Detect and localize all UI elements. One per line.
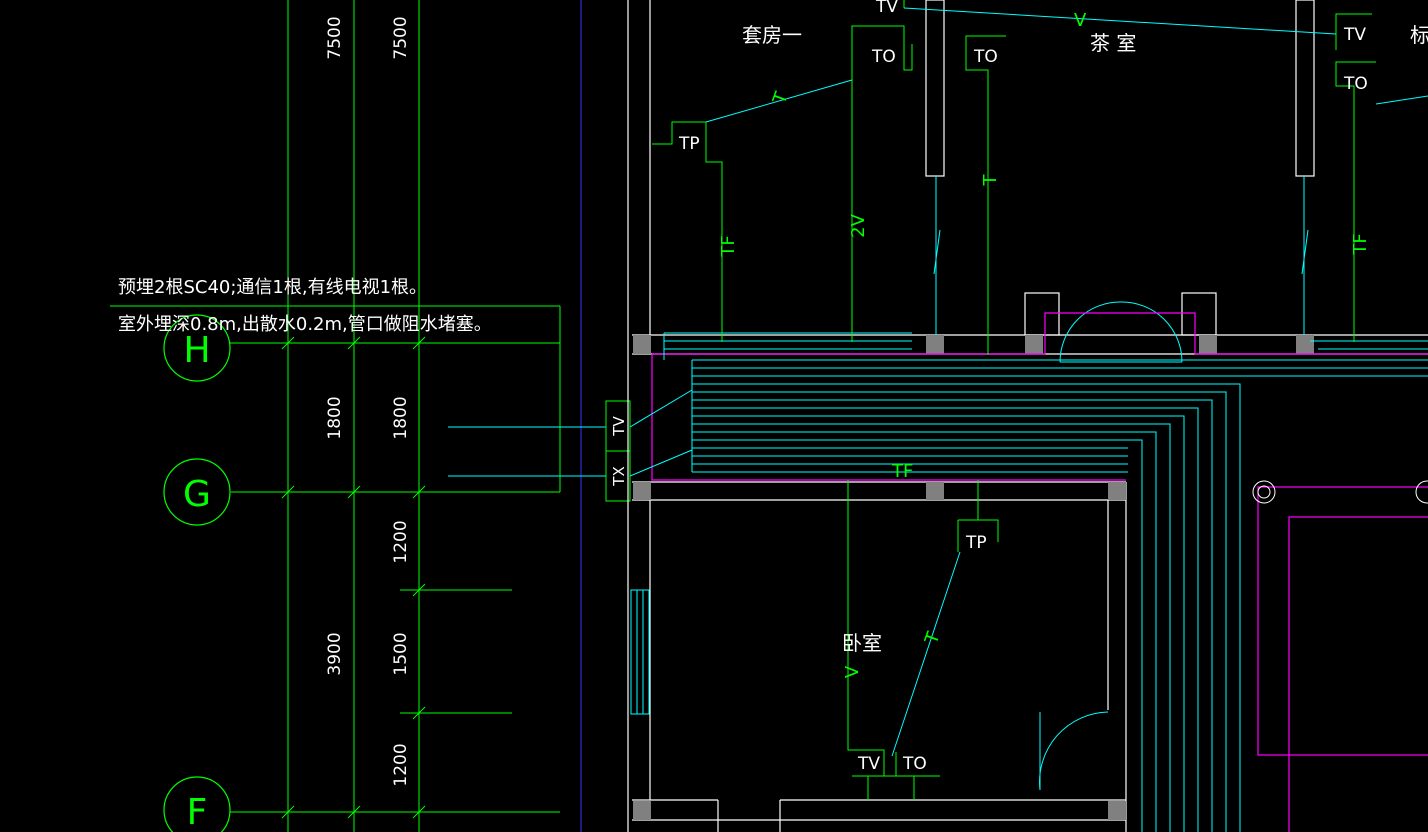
dim-7500-a: 7500: [325, 16, 345, 59]
slanted-runs: [705, 7, 1428, 757]
mark-t-tea: T: [980, 174, 1001, 187]
corridor-outline: [651, 312, 1428, 832]
dim-1500: 1500: [391, 632, 411, 675]
axis-bubbles: [163, 314, 231, 832]
note-line-1: 预埋2根SC40;通信1根,有线电视1根。: [118, 277, 427, 298]
outlet-tv-entry: TV: [610, 416, 628, 437]
mark-tf-suite: TF: [718, 235, 739, 257]
outlet-tv-right: TV: [1343, 25, 1366, 45]
dim-1800-b: 1800: [391, 396, 411, 439]
outlet-tx-entry: TX: [610, 466, 628, 486]
mark-tf-right: TF: [1350, 233, 1371, 255]
mark-tf-corridor: TF: [891, 461, 913, 482]
room-bedroom: 卧室: [842, 631, 882, 655]
mark-2v: 2V: [848, 213, 869, 237]
columns: [633, 335, 1314, 820]
outlet-tp-suite: TP: [678, 134, 700, 154]
dim-1800-a: 1800: [325, 396, 345, 439]
window: [630, 589, 650, 715]
axis-label-h: H: [183, 330, 210, 371]
room-suite: 套房一: [742, 23, 802, 47]
entry-cables: [448, 426, 606, 477]
grid-lines: [110, 0, 561, 832]
dim-3900: 3900: [325, 632, 345, 675]
outlet-to-right: TO: [1343, 74, 1368, 94]
note-line-2: 室外埋深0.8m,出散水0.2m,管口做阻水堵塞。: [118, 314, 492, 335]
doors: [1039, 301, 1183, 791]
outlet-to-1: TO: [871, 47, 896, 67]
mark-v-top: V: [1074, 10, 1087, 31]
outlet-to-2: TO: [973, 47, 998, 67]
mark-t-bedroom: T: [921, 628, 945, 647]
outlet-tv-top: TV: [875, 0, 898, 17]
mark-t-suite: T: [769, 88, 793, 107]
room-tea: 茶 室: [1090, 31, 1136, 55]
column-rings: [1252, 480, 1428, 504]
dim-ticks: [281, 336, 426, 819]
dim-7500-b: 7500: [391, 16, 411, 59]
outlet-to-bedroom: TO: [902, 754, 927, 774]
mark-v-bedroom: V: [842, 665, 863, 678]
outlet-tv-bedroom: TV: [857, 754, 880, 774]
axis-label-g: G: [183, 474, 211, 515]
cable-bundle: [629, 176, 1428, 832]
dim-1200-b: 1200: [391, 743, 411, 786]
dim-1200-a: 1200: [391, 520, 411, 563]
outlet-tp-bedroom: TP: [965, 533, 987, 553]
axis-label-f: F: [187, 792, 208, 832]
room-standard: 标: [1410, 23, 1428, 47]
